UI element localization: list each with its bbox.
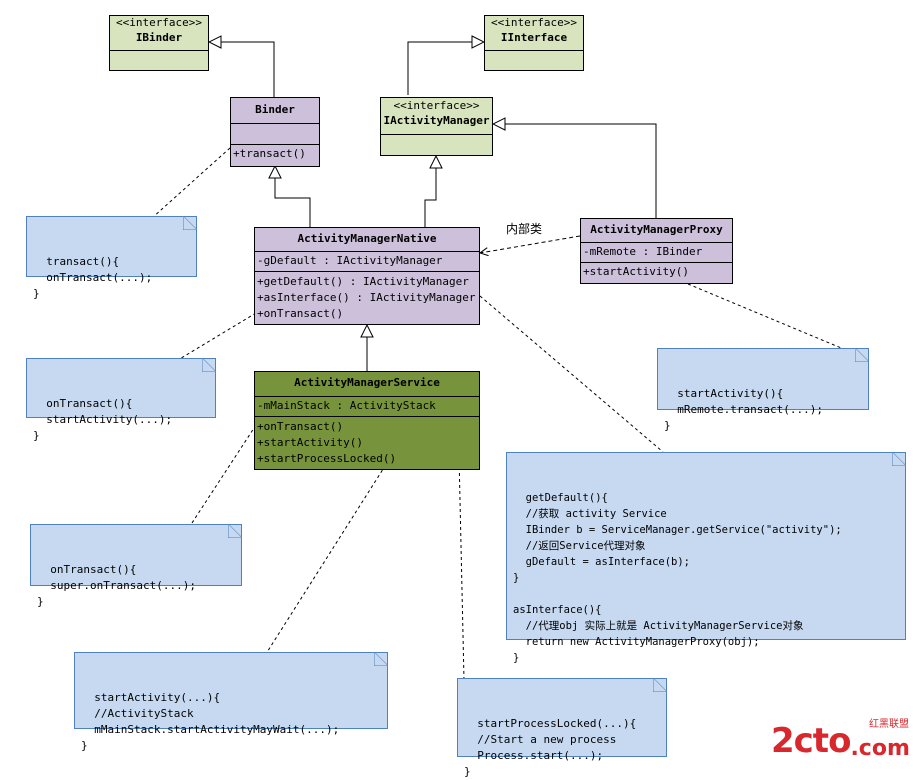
iam-stereotype: <<interface>> [393, 99, 480, 112]
anchor-startactivity-service [263, 454, 393, 658]
iam-name: IActivityManager [383, 114, 490, 127]
note-transact: transact(){ onTransact(...); } [26, 216, 197, 300]
note-fold-icon [892, 452, 906, 466]
anchor-getdefault [479, 295, 664, 453]
note-startactivity-proxy: startActivity(){ mRemote.transact(...); … [657, 348, 869, 432]
watermark-logo: 红黑联盟 2cto.com [771, 717, 911, 761]
anchor-startactivity-proxy [687, 283, 847, 351]
anchor-ontransact-service [189, 424, 257, 527]
note-startactivity-service: startActivity(...){ //ActivityStack mMai… [74, 652, 388, 752]
note-ontransact-native-text: onTransact(){ startActivity(...); } [33, 397, 173, 442]
note-getdefault-text: getDefault(){ //获取 activity Service IBin… [513, 492, 842, 664]
ams-name: ActivityManagerService [294, 376, 440, 389]
note-fold-icon [653, 678, 667, 692]
class-activitymanagerservice[interactable]: ActivityManagerService -mMainStack : Act… [254, 371, 480, 470]
amn-op-ontransact: +onTransact() [257, 307, 344, 320]
edge-amp-amn-inner [480, 235, 581, 253]
note-transact-text: transact(){ onTransact(...); } [33, 255, 153, 300]
note-startprocess: startProcessLocked(...){ //Start a new p… [457, 678, 667, 778]
ibinder-stereotype: <<interface>> [115, 16, 203, 29]
ibinder-name: IBinder [135, 31, 183, 44]
edge-amp-iam [493, 124, 657, 218]
watermark-logo-text: 2cto [771, 721, 851, 761]
anchor-startprocess [458, 454, 465, 681]
class-activitymanagerproxy[interactable]: ActivityManagerProxy -mRemote : IBinder … [580, 218, 733, 284]
amp-name: ActivityManagerProxy [590, 223, 723, 236]
iinterface-name: IInterface [500, 31, 568, 44]
binder-op: +transact() [231, 144, 319, 166]
class-activitymanagernative[interactable]: ActivityManagerNative -gDefault : IActiv… [254, 227, 480, 325]
edge-binder-ibinder [209, 42, 275, 97]
note-startactivity-service-text: startActivity(...){ //ActivityStack mMai… [81, 691, 340, 752]
iinterface-stereotype: <<interface>> [490, 16, 578, 29]
edge-amn-iam [424, 156, 436, 227]
anchor-transact [151, 147, 231, 219]
note-startprocess-text: startProcessLocked(...){ //Start a new p… [464, 717, 637, 778]
note-fold-icon [228, 524, 242, 538]
class-iactivitymanager[interactable]: <<interface>> IActivityManager [380, 97, 493, 156]
class-ibinder[interactable]: <<interface>> IBinder [109, 15, 209, 71]
class-iinterface[interactable]: <<interface>> IInterface [484, 15, 584, 71]
note-getdefault: getDefault(){ //获取 activity Service IBin… [506, 452, 906, 664]
note-startactivity-proxy-text: startActivity(){ mRemote.transact(...); … [664, 387, 823, 432]
watermark-domain: .com [850, 736, 910, 761]
amn-op-getdefault: +getDefault() : IActivityManager [257, 275, 469, 288]
edge-amn-binder [275, 166, 311, 227]
ams-op-ontransact: +onTransact() [257, 420, 344, 433]
note-ontransact-service-text: onTransact(){ super.onTransact(...); } [37, 563, 196, 608]
ams-attr: -mMainStack : ActivityStack [255, 396, 479, 416]
amp-op: +startActivity() [581, 262, 732, 283]
amn-op-asinterface: +asInterface() : IActivityManager [257, 291, 476, 304]
inner-class-label: 内部类 [506, 222, 543, 236]
binder-name: Binder [255, 103, 295, 116]
amn-attr: -gDefault : IActivityManager [255, 251, 479, 271]
ams-op-startprocesslocked: +startProcessLocked() [257, 452, 397, 465]
edge-iam-iinterface [407, 42, 484, 95]
note-fold-icon [855, 348, 869, 362]
class-binder[interactable]: Binder +transact() [230, 97, 320, 167]
ams-op-startactivity: +startActivity() [257, 436, 363, 449]
note-fold-icon [183, 216, 197, 230]
anchor-ontransact-native [177, 312, 257, 361]
note-ontransact-service: onTransact(){ super.onTransact(...); } [30, 524, 242, 608]
note-ontransact-native: onTransact(){ startActivity(...); } [26, 358, 216, 442]
amp-attr: -mRemote : IBinder [581, 242, 732, 262]
note-fold-icon [374, 652, 388, 666]
note-fold-icon [202, 358, 216, 372]
watermark-caption: 红黑联盟 [869, 719, 909, 730]
amn-name: ActivityManagerNative [297, 232, 437, 245]
